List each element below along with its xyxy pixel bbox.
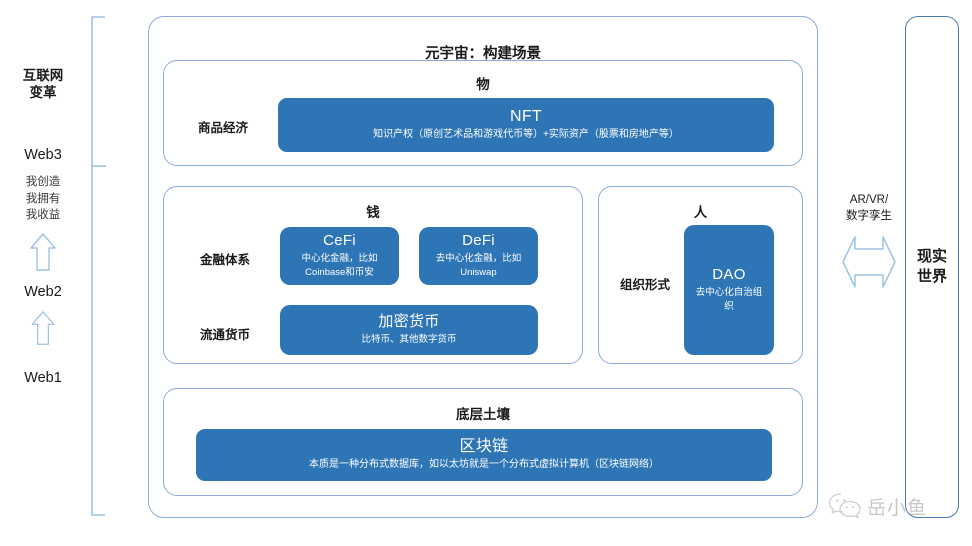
web1-label: Web1 — [24, 370, 62, 386]
nft-block[interactable]: NFT 知识产权（原创艺术品和游戏代币等）+实际资产（股票和房地产等） — [278, 98, 774, 152]
defi-subtitle-line1: 去中心化金融，比如 — [435, 253, 522, 265]
financial-system-row-label: 金融体系 — [199, 253, 250, 267]
cryptocurrency-title: 加密货币 — [378, 313, 440, 331]
internet-revolution-heading: 互联网 变革 — [0, 68, 86, 102]
things-title: 物 — [476, 77, 490, 92]
bridge-label-line2: 数字孪生 — [846, 210, 892, 223]
up-arrow-icon-lower — [31, 311, 55, 345]
organization-form-row-label: 组织形式 — [619, 278, 670, 292]
defi-subtitle-line2: Uniswap — [460, 266, 497, 278]
cryptocurrency-subtitle: 比特币、其他数字货币 — [361, 333, 457, 345]
internet-revolution-heading-line2: 变革 — [29, 84, 57, 100]
dao-subtitle: 去中心化自治组织 — [695, 287, 763, 312]
web3-tagline-line1: 我创造 — [25, 176, 61, 188]
people-title: 人 — [693, 205, 708, 220]
internet-revolution-heading-line1: 互联网 — [22, 68, 64, 83]
blockchain-subtitle: 本质是一种分布式数据库，如以太坊就是一个分布式虚拟计算机（区块链网络） — [309, 459, 659, 471]
foundation-title: 底层土壤 — [456, 407, 510, 422]
bridge-label-line1: AR/VR/ — [849, 194, 889, 206]
web3-label: Web3 — [24, 147, 62, 163]
metaverse-title: 元宇宙：构建场景 — [425, 46, 541, 62]
cryptocurrency-block[interactable]: 加密货币 比特币、其他数字货币 — [280, 305, 538, 355]
web3-bracket — [91, 16, 106, 516]
money-title: 钱 — [366, 205, 380, 220]
web3-tagline-line2: 我拥有 — [25, 192, 61, 205]
things-row-label: 商品经济 — [197, 121, 248, 135]
up-arrow-icon-upper — [30, 233, 56, 271]
web2-label: Web2 — [24, 284, 62, 300]
left-axis-column: 互联网 变革 Web3 我创造 我拥有 我收益 Web2 Web1 — [0, 0, 86, 546]
real-world-panel: 现实 世界 — [905, 16, 959, 518]
watermark-text: 岳小鱼 — [867, 496, 928, 519]
real-world-label: 现实 世界 — [917, 247, 947, 288]
bridge-label: AR/VR/ 数字孪生 — [826, 192, 912, 224]
wechat-icon — [828, 493, 861, 519]
cefi-subtitle-line2: Coinbase和币安 — [305, 266, 374, 278]
cefi-block[interactable]: CeFi 中心化金融，比如 Coinbase和币安 — [280, 227, 399, 285]
dao-block[interactable]: DAO 去中心化自治组织 — [684, 225, 774, 355]
real-world-line1: 现实 — [916, 247, 947, 265]
web3-tagline: 我创造 我拥有 我收益 — [0, 174, 86, 224]
real-world-line2: 世界 — [916, 268, 947, 285]
dao-title: DAO — [712, 266, 746, 284]
nft-title: NFT — [509, 108, 542, 126]
web3-tagline-line3: 我收益 — [25, 209, 61, 222]
blockchain-title: 区块链 — [459, 438, 509, 456]
defi-title: DeFi — [462, 232, 495, 250]
watermark: 岳小鱼 — [828, 489, 968, 523]
double-headed-arrow-icon — [842, 236, 896, 288]
defi-block[interactable]: DeFi 去中心化金融，比如 Uniswap — [419, 227, 538, 285]
cefi-subtitle-line1: 中心化金融，比如 — [301, 253, 378, 265]
blockchain-block[interactable]: 区块链 本质是一种分布式数据库，如以太坊就是一个分布式虚拟计算机（区块链网络） — [196, 429, 772, 481]
cefi-title: CeFi — [323, 232, 356, 250]
nft-subtitle: 知识产权（原创艺术品和游戏代币等）+实际资产（股票和房地产等） — [373, 129, 679, 141]
circulating-currency-row-label: 流通货币 — [199, 328, 250, 342]
